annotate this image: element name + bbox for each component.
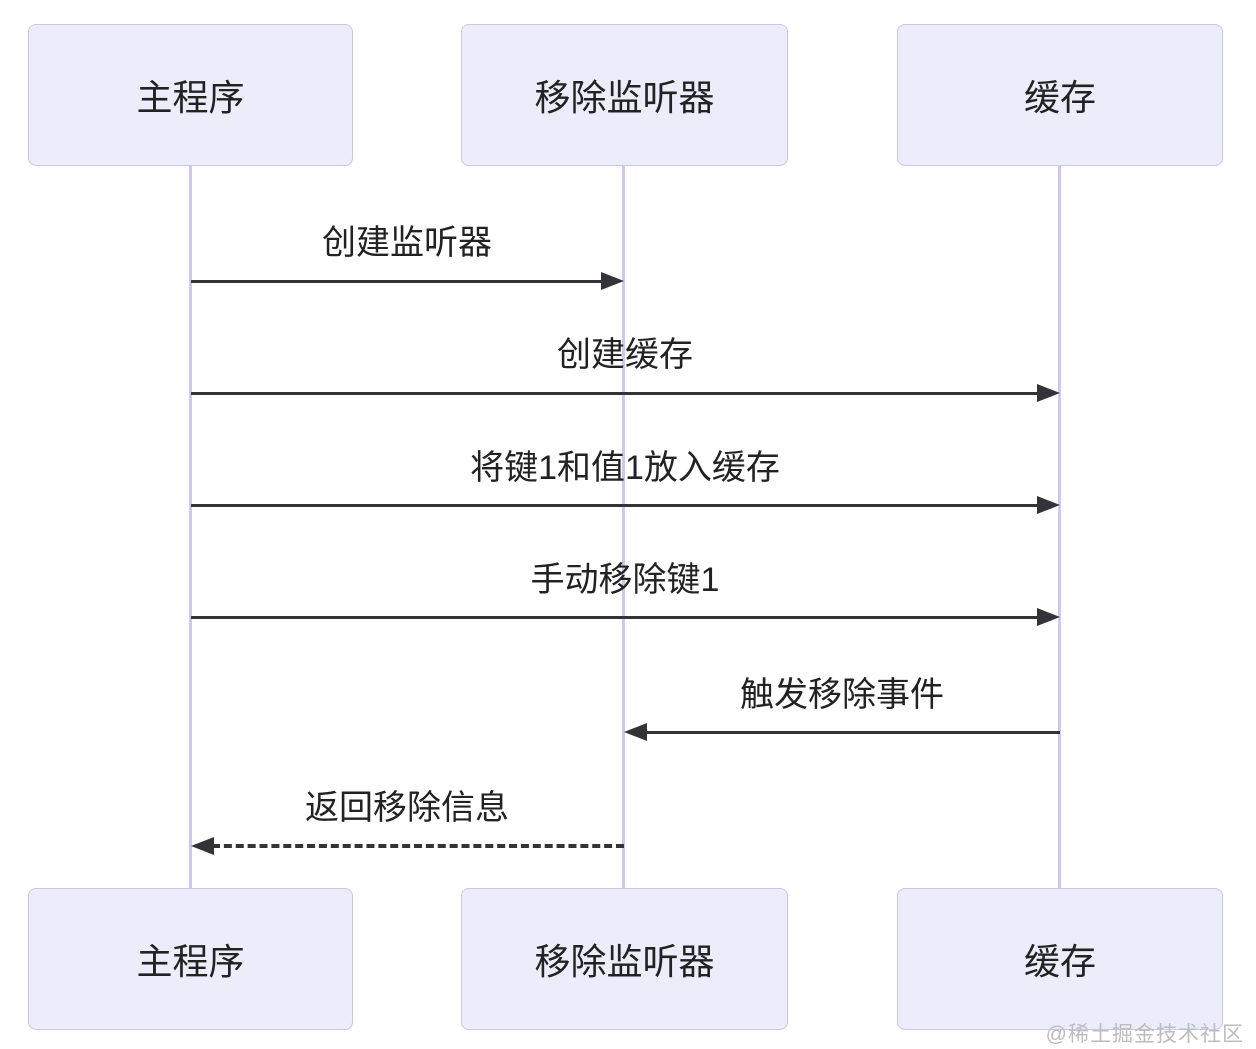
message-line-manual-remove	[191, 616, 1039, 619]
message-label-create-cache: 创建缓存	[557, 336, 693, 374]
message-line-trigger-removal-event	[645, 731, 1060, 734]
lifeline-removal-listener	[622, 166, 625, 888]
actor-bottom-main-program: 主程序	[28, 888, 353, 1030]
actor-label: 缓存	[1023, 77, 1096, 118]
actor-label: 缓存	[1023, 941, 1096, 982]
actor-label: 移除监听器	[534, 941, 715, 982]
message-label-trigger-removal-event: 触发移除事件	[740, 676, 944, 714]
message-label-create-listener: 创建监听器	[322, 224, 492, 262]
arrowhead-right-icon	[1037, 496, 1060, 514]
watermark-text: @稀土掘金技术社区	[1045, 1023, 1244, 1046]
actor-bottom-removal-listener: 移除监听器	[461, 888, 788, 1030]
message-label-return-removal-info: 返回移除信息	[305, 789, 509, 827]
message-label-manual-remove: 手动移除键1	[530, 561, 720, 599]
actor-bottom-cache: 缓存	[897, 888, 1223, 1030]
message-label-put-key-value: 将键1和值1放入缓存	[470, 449, 780, 487]
message-line-create-listener	[191, 280, 603, 283]
actor-label: 主程序	[136, 77, 245, 118]
arrowhead-right-icon	[1037, 384, 1060, 402]
lifeline-cache	[1058, 166, 1061, 888]
actor-top-cache: 缓存	[897, 24, 1223, 166]
lifeline-main-program	[189, 166, 192, 888]
message-line-return-removal-info	[212, 844, 624, 848]
message-line-put-key-value	[191, 504, 1039, 507]
arrowhead-left-icon	[624, 723, 647, 741]
actor-top-removal-listener: 移除监听器	[461, 24, 788, 166]
arrowhead-right-icon	[1037, 608, 1060, 626]
arrowhead-right-icon	[601, 272, 624, 290]
message-line-create-cache	[191, 392, 1039, 395]
actor-label: 移除监听器	[534, 77, 715, 118]
actor-top-main-program: 主程序	[28, 24, 353, 166]
arrowhead-left-icon	[191, 837, 214, 855]
actor-label: 主程序	[136, 941, 245, 982]
